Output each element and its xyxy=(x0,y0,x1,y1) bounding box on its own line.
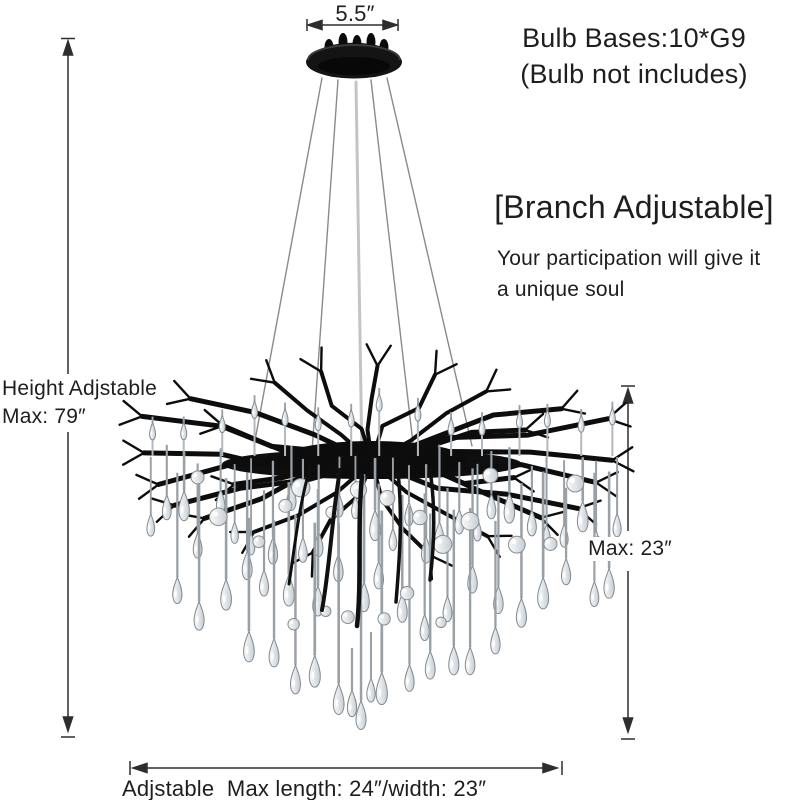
ceiling-canopy xyxy=(306,33,402,79)
bulb-bases-note: Bulb Bases:10*G9 (Bulb not includes) xyxy=(462,20,800,92)
height-adjustable-label: Height Adjstable Max: 79″ xyxy=(2,375,157,431)
height-dimension-arrow xyxy=(61,37,75,738)
height-label-line1: Height Adjstable xyxy=(2,377,157,400)
bulb-bases-line1: Bulb Bases:10*G9 xyxy=(522,23,746,53)
body-height-dimension-arrow xyxy=(621,385,635,740)
canopy-dimension-arrow xyxy=(305,19,400,31)
body-height-label: Max: 23″ xyxy=(578,537,682,561)
branch-subtitle-line1: Your participation will give it xyxy=(497,247,761,270)
canopy-width-label: 5.5″ xyxy=(335,1,375,26)
branch-subtitle-line2: a unique soul xyxy=(497,278,625,301)
crystal-drops xyxy=(146,388,622,730)
branch-adjustable-subtitle: Your participation will give it a unique… xyxy=(497,243,760,305)
width-dimension-arrow xyxy=(129,761,563,775)
branch-strands-front xyxy=(287,466,436,629)
height-label-line2: Max: 79″ xyxy=(2,405,86,428)
width-length-label: Adjstable Max length: 24″/width: 23″ xyxy=(122,776,487,800)
branch-adjustable-title: [Branch Adjustable] xyxy=(494,189,774,225)
hanging-wires xyxy=(253,77,473,464)
bulb-bases-line2: (Bulb not includes) xyxy=(520,59,748,89)
